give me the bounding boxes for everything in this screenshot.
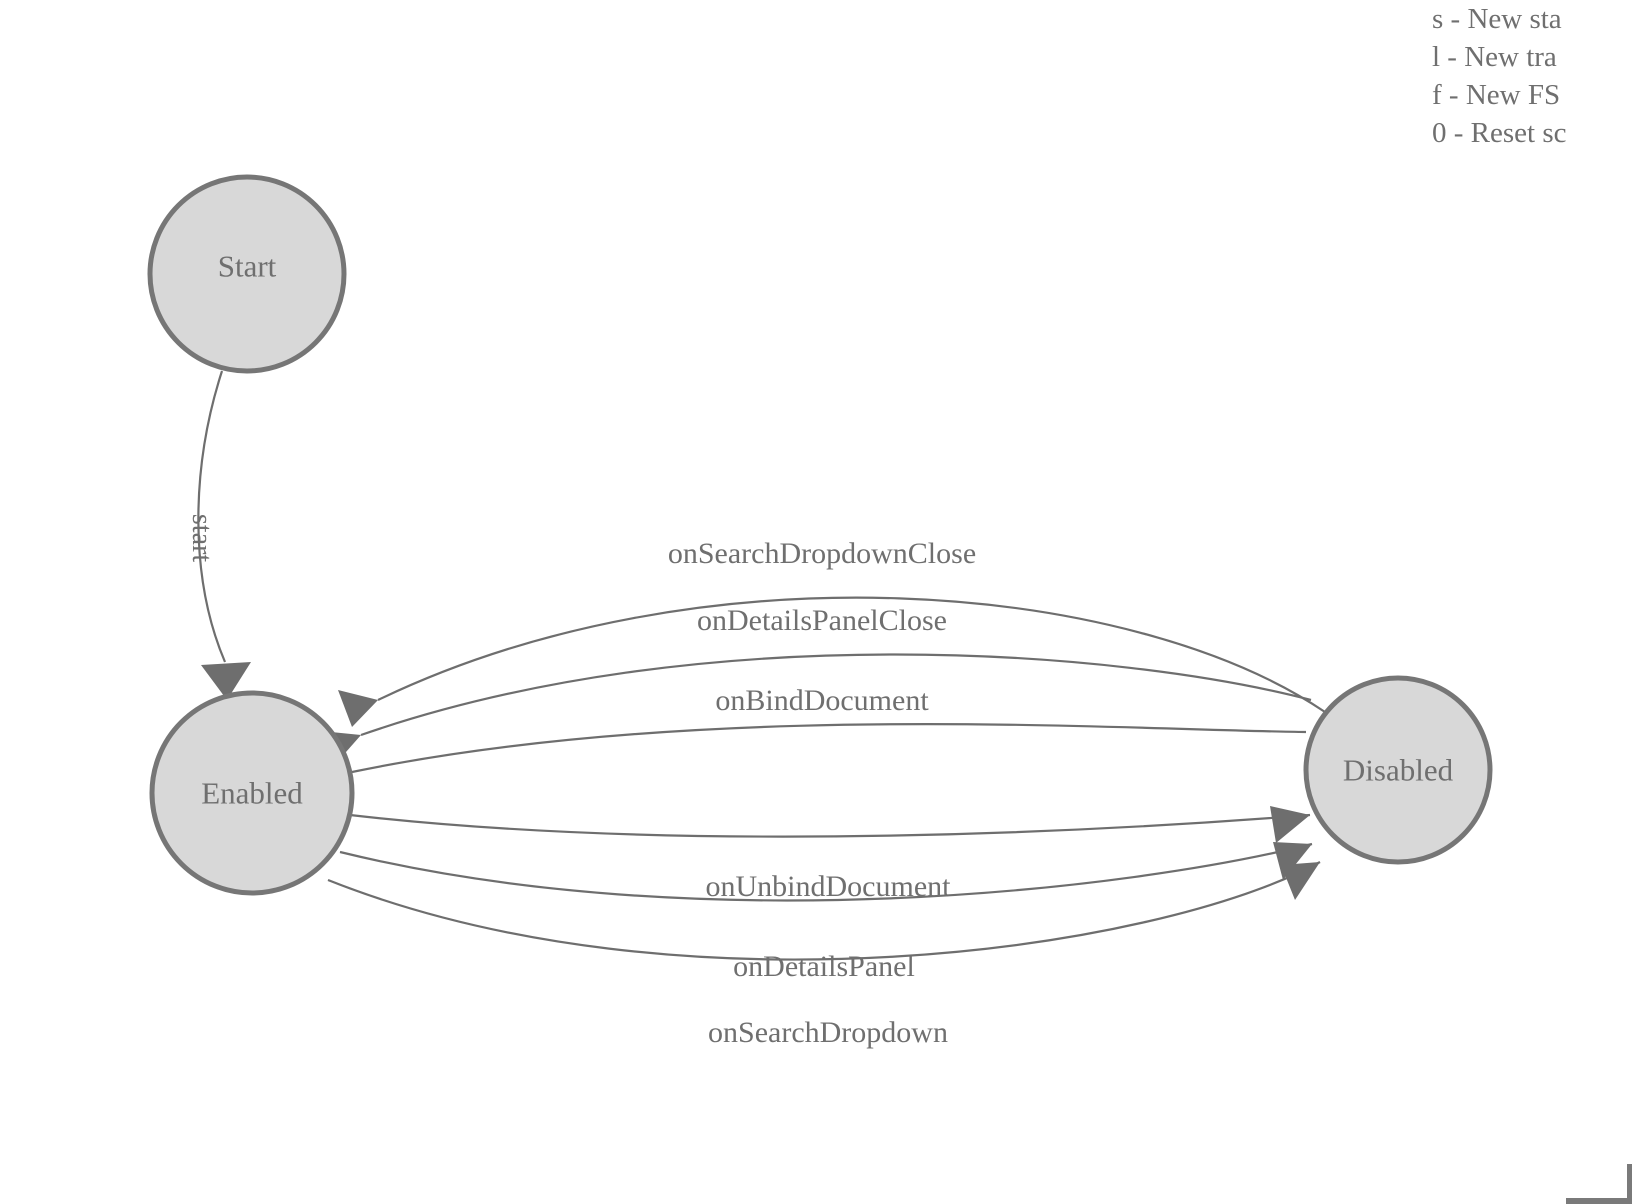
transition-onSearchDropdown[interactable] xyxy=(327,861,1321,961)
arrow-head-onUnbindDocument xyxy=(1270,806,1310,843)
transition-onDetailsPanel[interactable] xyxy=(339,842,1313,902)
help-line-new-state: s - New sta xyxy=(1432,3,1562,35)
arrow-head-onSearchDropdownClose xyxy=(338,690,378,727)
transition-start[interactable] xyxy=(197,370,251,700)
vertical-scrollbar[interactable] xyxy=(1627,1164,1632,1204)
help-line-reset: 0 - Reset sc xyxy=(1432,117,1567,149)
edge-path-onUnbindDocument xyxy=(349,813,1311,838)
edge-label-onDetailsPanel: onDetailsPanel xyxy=(733,950,915,983)
edge-label-onDetailsPanelClose: onDetailsPanelClose xyxy=(697,604,947,637)
edge-path-onDetailsPanelClose xyxy=(360,653,1312,737)
node-start[interactable]: Start xyxy=(147,174,347,374)
node-start-circle[interactable] xyxy=(147,174,347,374)
node-disabled-circle[interactable] xyxy=(1303,675,1493,865)
node-enabled-label: Enabled xyxy=(201,776,303,811)
transition-onUnbindDocument[interactable] xyxy=(349,806,1311,843)
edge-label-start: start xyxy=(186,514,217,562)
edge-path-onSearchDropdownClose xyxy=(377,596,1326,713)
help-line-new-transition: l - New tra xyxy=(1432,41,1557,73)
node-start-label: Start xyxy=(218,249,277,284)
edge-path-start xyxy=(197,370,227,663)
node-enabled-circle[interactable] xyxy=(149,690,355,896)
arrow-head-onSearchDropdown xyxy=(1281,862,1320,900)
transition-onBindDocument[interactable] xyxy=(313,723,1307,811)
node-enabled[interactable]: Enabled xyxy=(149,690,355,896)
help-legend: s - New sta l - New tra f - New FS 0 - R… xyxy=(1432,0,1632,152)
edge-path-onBindDocument xyxy=(351,723,1307,774)
node-disabled[interactable]: Disabled xyxy=(1303,675,1493,865)
edge-label-onSearchDropdownClose: onSearchDropdownClose xyxy=(668,537,976,570)
edge-path-onDetailsPanel xyxy=(339,842,1313,902)
arrow-head-onDetailsPanel xyxy=(1273,842,1312,880)
node-disabled-label: Disabled xyxy=(1343,753,1454,788)
horizontal-scrollbar[interactable] xyxy=(1566,1198,1632,1204)
edge-label-onBindDocument: onBindDocument xyxy=(715,684,929,717)
transition-onSearchDropdownClose[interactable] xyxy=(338,596,1326,727)
edge-path-onSearchDropdown xyxy=(327,861,1321,961)
help-line-new-fsm: f - New FS xyxy=(1432,79,1561,111)
edge-label-onSearchDropdown: onSearchDropdown xyxy=(708,1016,948,1049)
edge-label-onUnbindDocument: onUnbindDocument xyxy=(706,870,952,903)
arrow-head-start xyxy=(201,662,251,700)
